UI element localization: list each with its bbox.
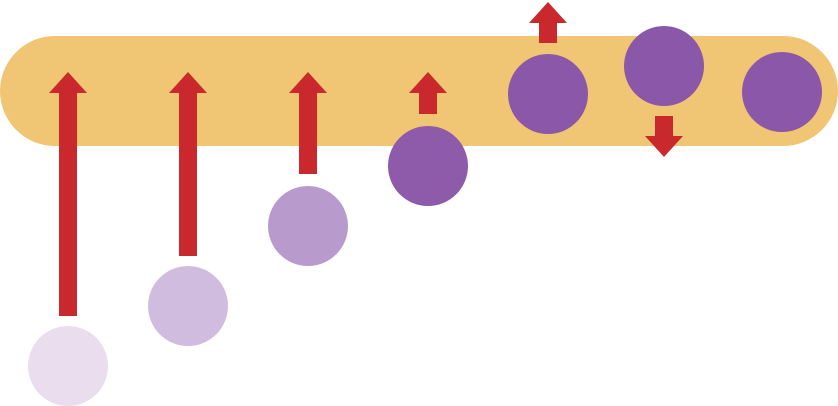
stage-arrow-3-up-icon <box>289 72 327 174</box>
stages <box>28 2 822 406</box>
stage-arrow-2-up-icon <box>169 72 207 256</box>
stage-circle-3 <box>268 186 348 266</box>
stage-arrow-4-up-icon <box>409 72 447 114</box>
stage-circle-4 <box>388 126 468 206</box>
stage-circle-2 <box>148 266 228 346</box>
stage-arrow-5-up-icon <box>529 2 567 43</box>
stage-arrow-6-down-icon <box>645 116 683 157</box>
stage-arrow-1-up-icon <box>49 72 87 316</box>
stage-circle-6 <box>624 26 704 106</box>
stage-circle-5 <box>508 54 588 134</box>
stage-circle-7 <box>742 52 822 132</box>
stage-circle-1 <box>28 326 108 406</box>
